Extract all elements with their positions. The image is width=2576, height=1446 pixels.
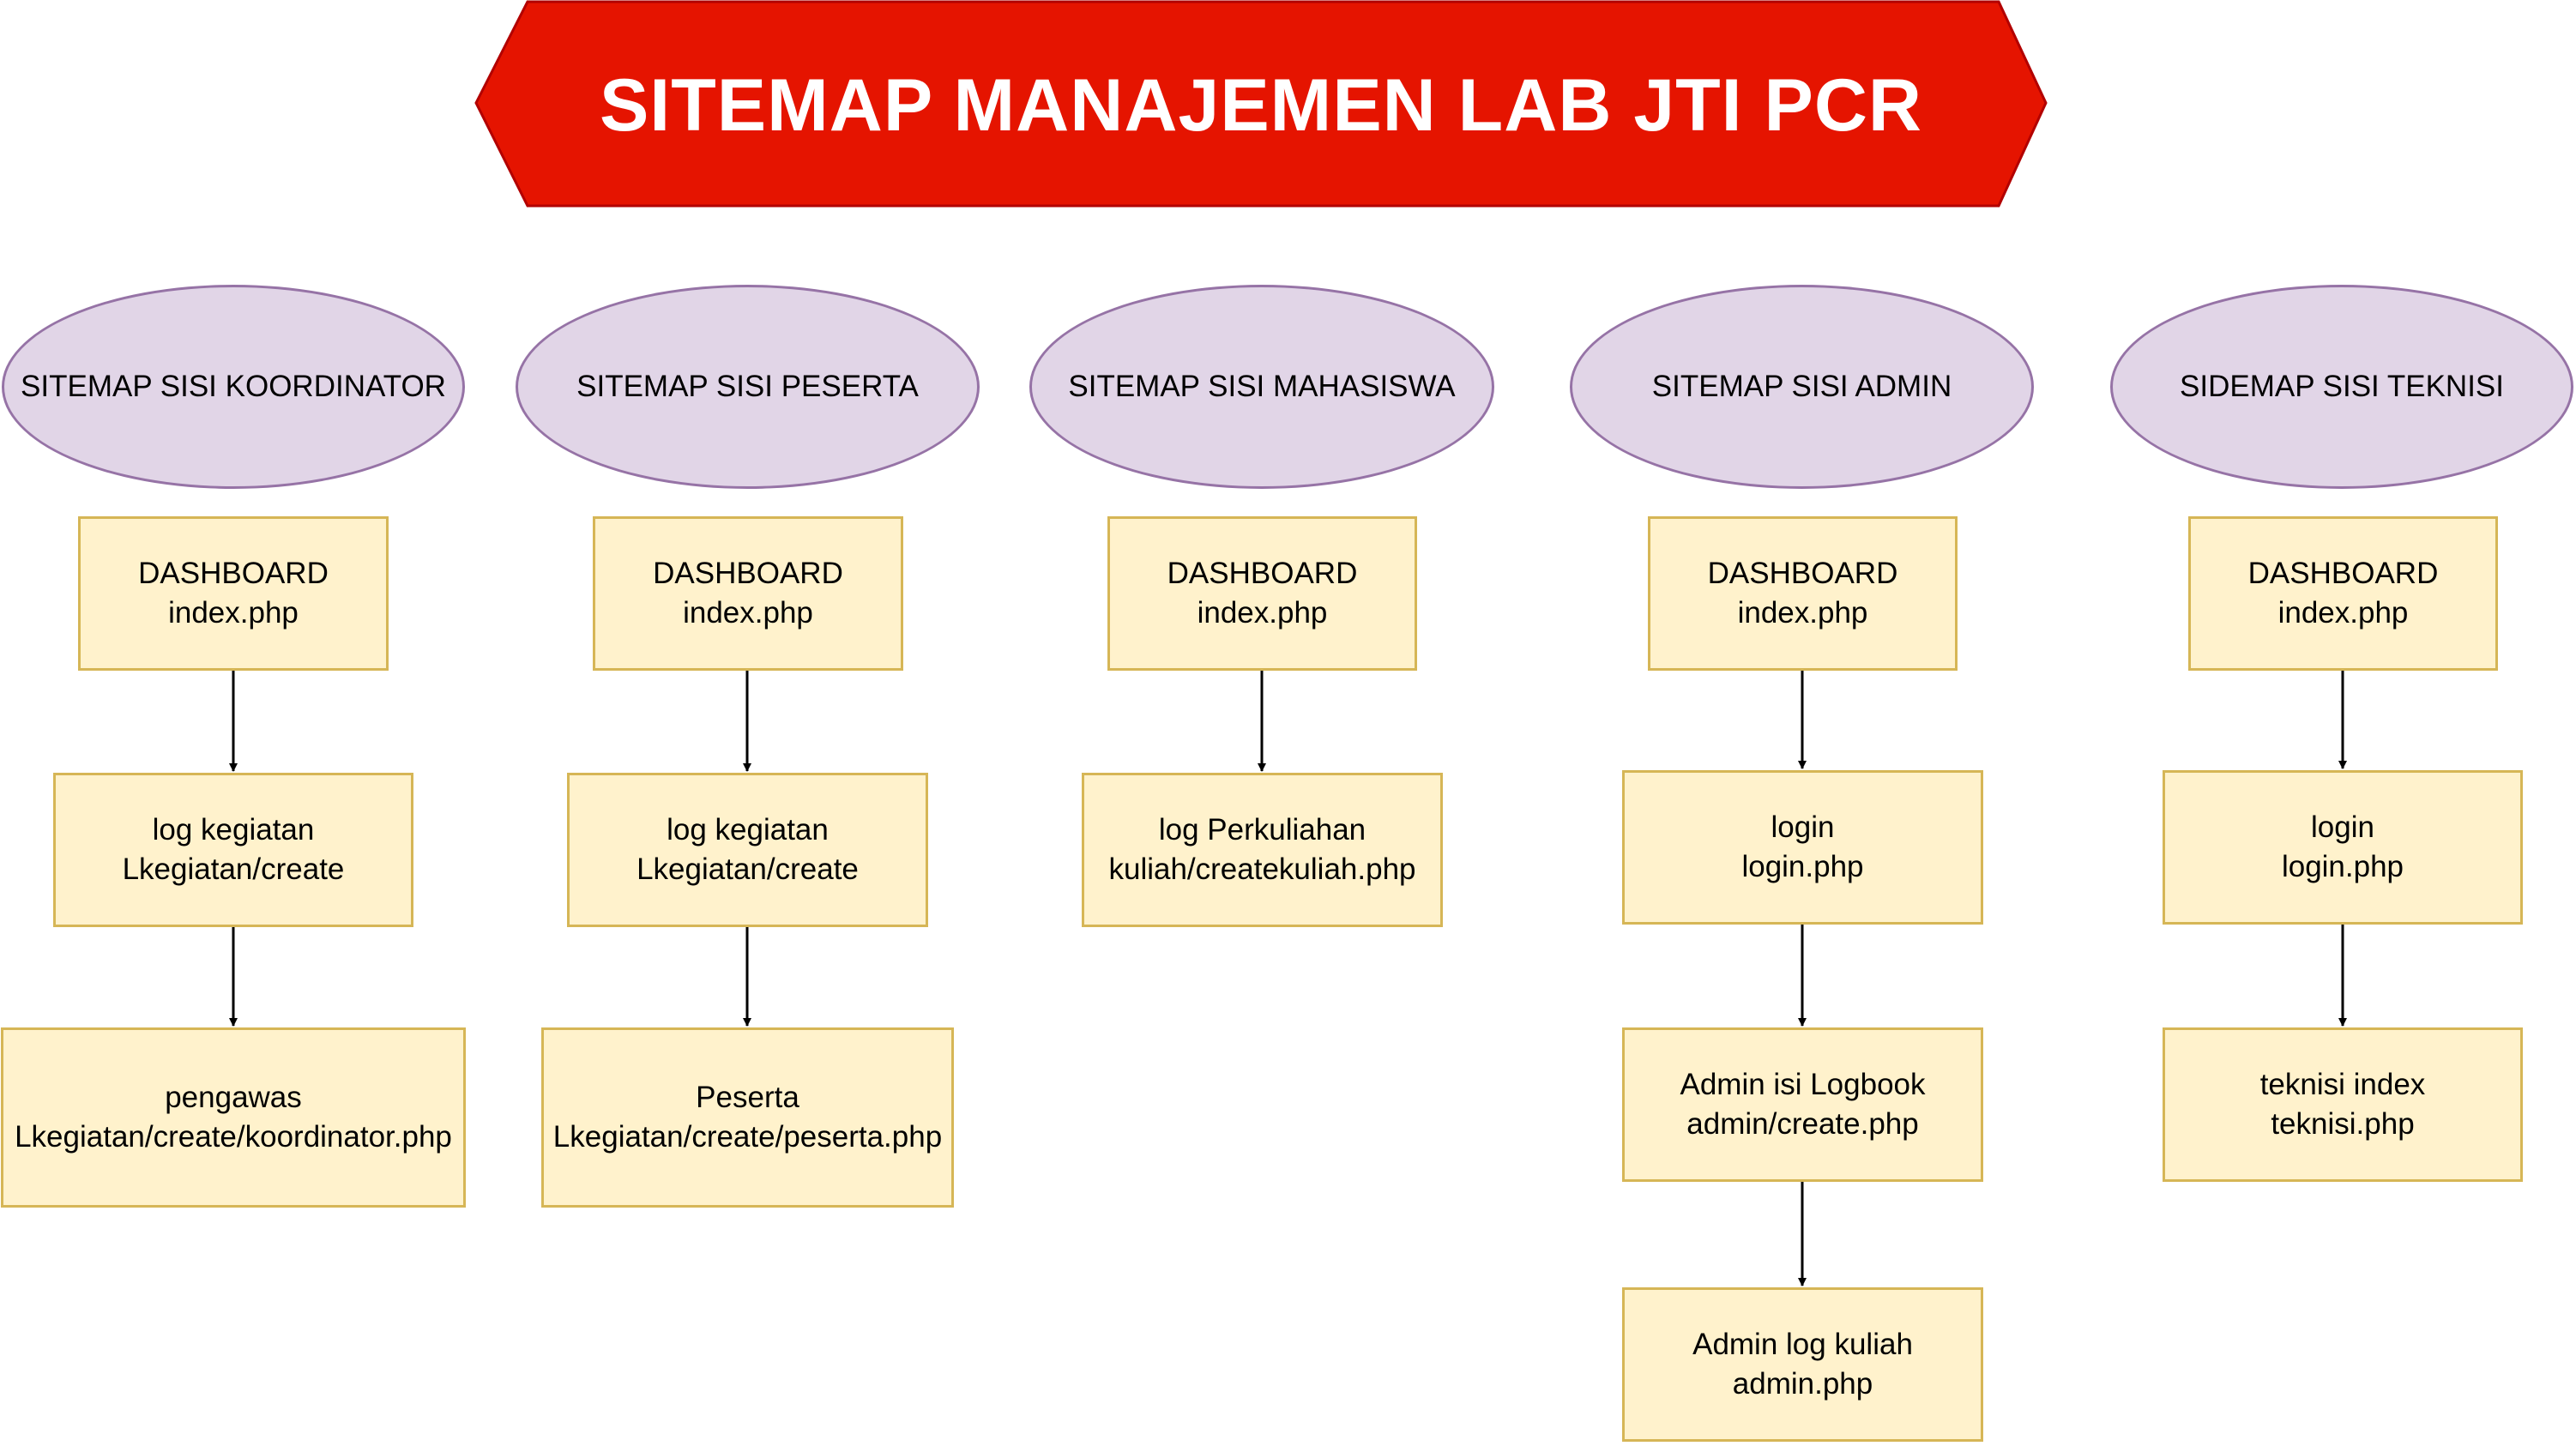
node-file: admin.php [1732,1367,1873,1401]
node-log-kegiatan: log kegiatan Lkegiatan/create [53,773,413,927]
header-label: SITEMAP SISI KOORDINATOR [21,370,446,403]
node-dashboard: DASHBOARD index.php [1107,516,1417,671]
node-title: Peserta [696,1081,799,1114]
node-title: pengawas [165,1081,302,1114]
node-file: Lkegiatan/create/koordinator.php [15,1120,452,1154]
node-title: Admin isi Logbook [1680,1068,1926,1101]
connectors [229,671,2347,1286]
page-title: SITEMAP MANAJEMEN LAB JTI PCR [599,63,1923,147]
node-log-perkuliahan: log Perkuliahan kuliah/createkuliah.php [1082,773,1443,927]
node-file: admin/create.php [1686,1107,1919,1141]
node-file: index.php [1737,596,1868,630]
node-teknisi-index: teknisi index teknisi.php [2163,1027,2523,1182]
node-title: DASHBOARD [1707,557,1898,590]
node-log-kegiatan: log kegiatan Lkegiatan/create [567,773,928,927]
node-peserta: Peserta Lkegiatan/create/peserta.php [541,1027,954,1208]
node-file: index.php [683,596,813,630]
node-file: login.php [1741,850,1864,883]
node-title: Admin log kuliah [1692,1328,1913,1361]
node-file: Lkegiatan/create/peserta.php [552,1120,943,1154]
node-pengawas: pengawas Lkegiatan/create/koordinator.ph… [1,1027,466,1208]
header-label: SITEMAP SISI MAHASISWA [1068,370,1456,403]
header-peserta: SITEMAP SISI PESERTA [516,285,980,489]
header-mahasiswa: SITEMAP SISI MAHASISWA [1029,285,1494,489]
node-file: index.php [1197,596,1328,630]
node-title: login [1771,810,1835,844]
node-file: kuliah/createkuliah.php [1108,853,1416,886]
header-label: SIDEMAP SISI TEKNISI [2180,370,2504,403]
node-dashboard: DASHBOARD index.php [593,516,903,671]
node-file: index.php [2277,596,2409,630]
node-title: DASHBOARD [138,557,329,590]
header-teknisi: SIDEMAP SISI TEKNISI [2110,285,2573,489]
node-title: DASHBOARD [653,557,843,590]
node-title: log Perkuliahan [1158,813,1366,847]
node-title: DASHBOARD [1167,557,1358,590]
node-admin-logbook: Admin isi Logbook admin/create.php [1622,1027,1983,1182]
node-dashboard: DASHBOARD index.php [1648,516,1958,671]
header-koordinator: SITEMAP SISI KOORDINATOR [2,285,465,489]
node-file: index.php [168,596,299,630]
node-dashboard: DASHBOARD index.php [2188,516,2498,671]
node-title: DASHBOARD [2247,557,2439,590]
node-file: Lkegiatan/create [122,853,345,886]
node-title: log kegiatan [667,813,829,847]
node-dashboard: DASHBOARD index.php [78,516,389,671]
node-login: login login.php [1622,770,1983,925]
node-login: login login.php [2163,770,2523,925]
title-banner [474,0,2048,208]
header-label: SITEMAP SISI ADMIN [1651,370,1952,403]
node-title: log kegiatan [152,813,315,847]
node-file: login.php [2281,850,2404,883]
header-label: SITEMAP SISI PESERTA [576,370,919,403]
node-title: login [2311,810,2374,844]
node-file: Lkegiatan/create [636,853,859,886]
node-admin-log-kuliah: Admin log kuliah admin.php [1622,1287,1983,1442]
node-file: teknisi.php [2271,1107,2415,1141]
header-admin: SITEMAP SISI ADMIN [1570,285,2034,489]
node-title: teknisi index [2259,1068,2426,1101]
